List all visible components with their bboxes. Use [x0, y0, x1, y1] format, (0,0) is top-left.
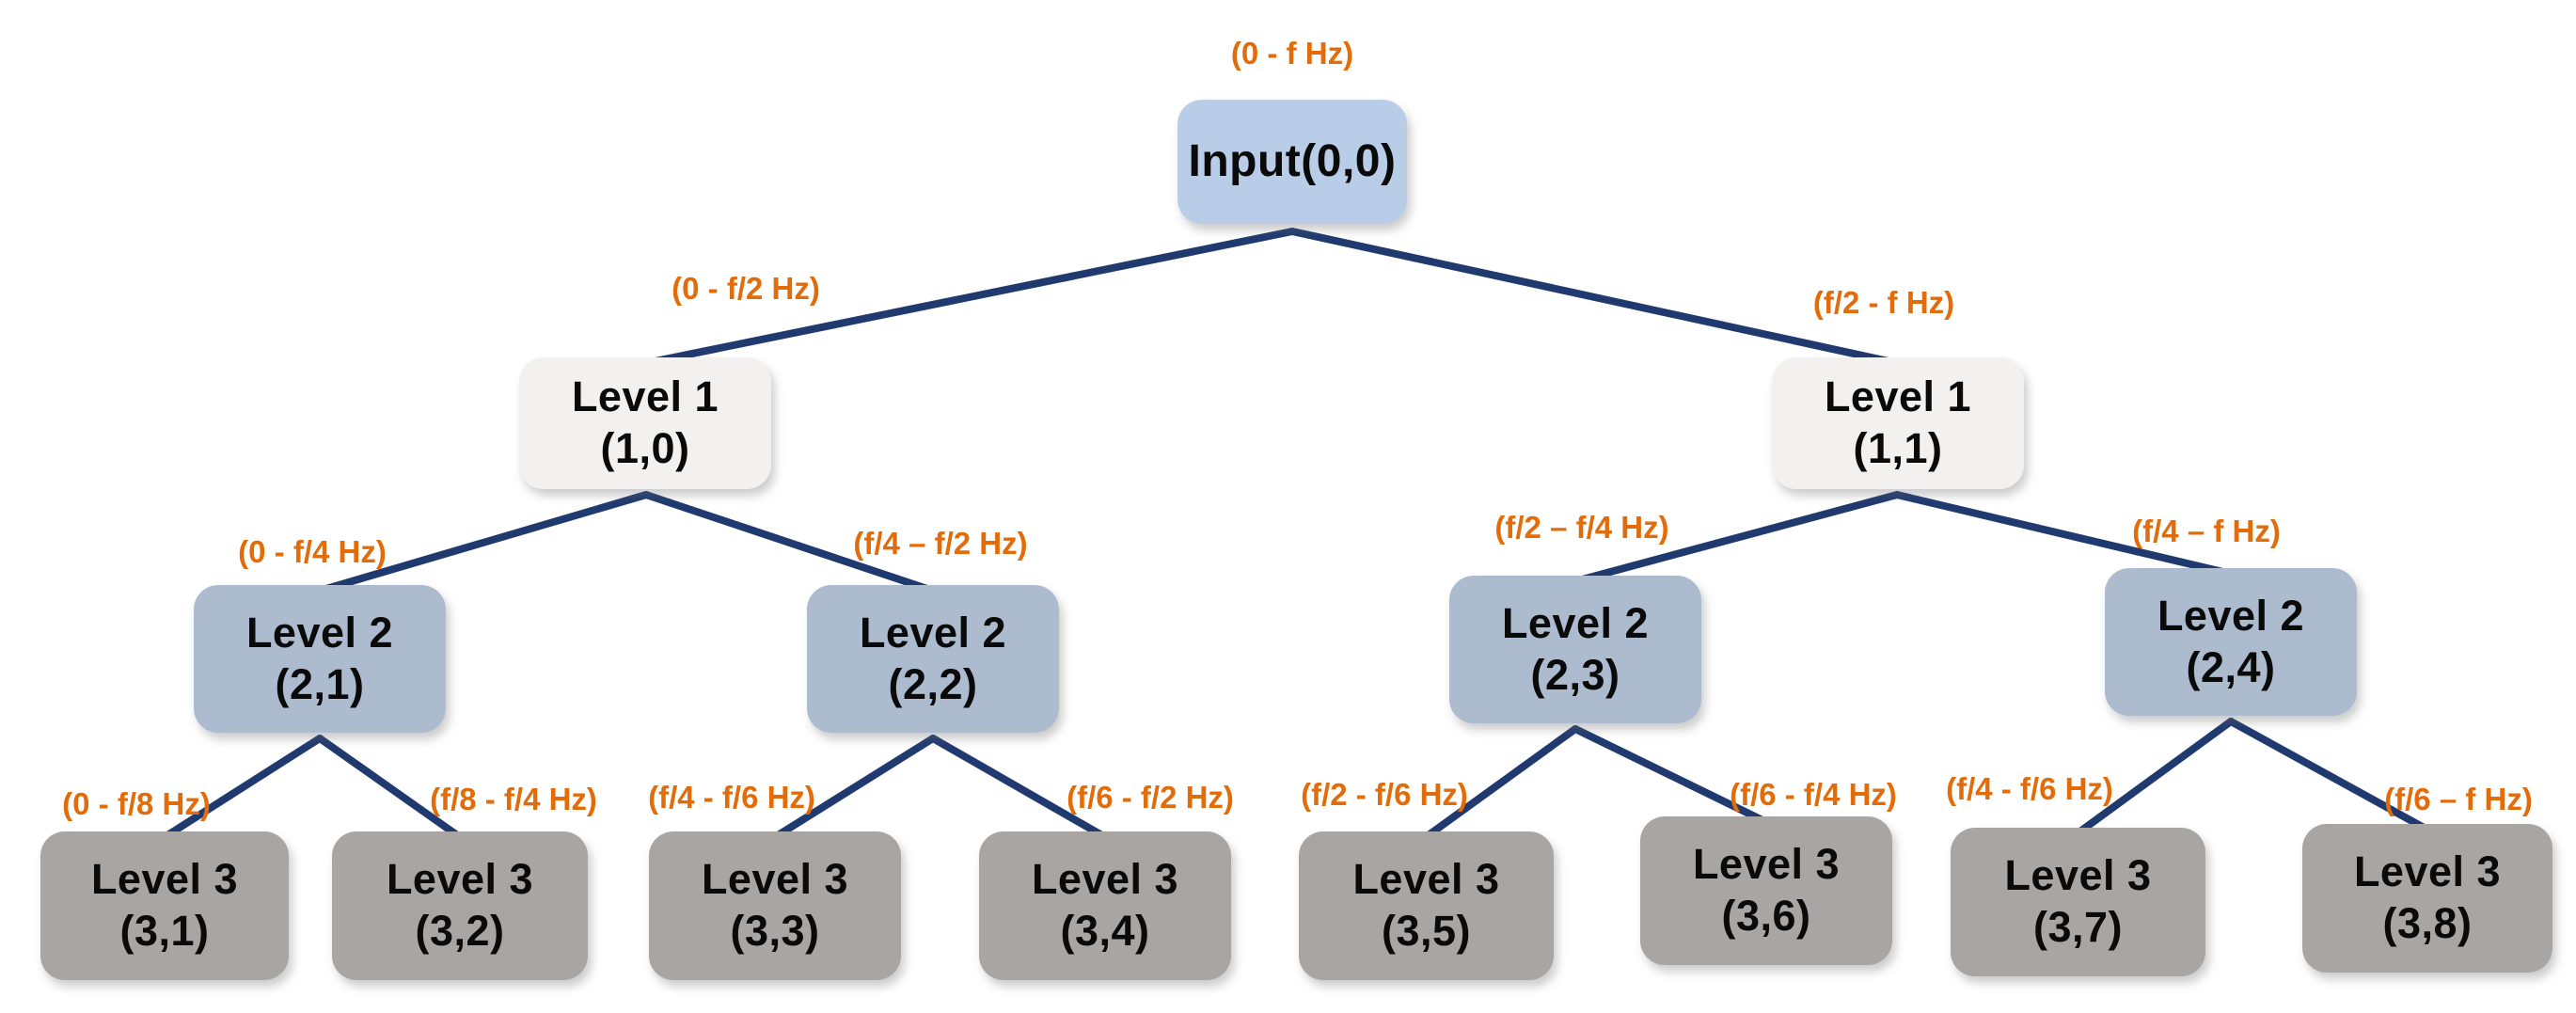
freq-label-3-1: (0 - f/8 Hz): [62, 786, 211, 821]
tree-edge: [1893, 491, 2235, 578]
node-title: Level 1: [571, 372, 719, 421]
node-1-0: Level 1 (1,0): [519, 357, 771, 489]
node-2-2: Level 2 (2,2): [807, 585, 1059, 733]
tree-edge: [929, 735, 1109, 841]
freq-label-2-3: (f/2 – f/4 Hz): [1494, 510, 1669, 545]
node-title: Level 3: [701, 855, 849, 904]
node-index: (1,1): [1853, 424, 1943, 472]
tree-edge: [1572, 725, 1770, 826]
tree-edge: [1422, 725, 1579, 841]
tree-edge: [161, 735, 324, 841]
node-index: (2,2): [888, 659, 978, 708]
node-3-7: Level 3 (3,7): [1951, 828, 2205, 976]
node-title: Level 2: [1501, 598, 1650, 647]
node-title: Level 3: [1352, 855, 1500, 904]
node-3-6: Level 3 (3,6): [1640, 816, 1892, 965]
node-index: (2,3): [1530, 650, 1620, 699]
node-index: (3,1): [119, 907, 210, 955]
freq-label-3-5: (f/2 - f/6 Hz): [1301, 777, 1468, 812]
node-index: (1,0): [600, 424, 690, 472]
tree-edge: [316, 491, 650, 594]
node-3-2: Level 3 (3,2): [332, 831, 588, 980]
tree-edge: [2227, 718, 2431, 833]
node-index: (3,8): [2382, 899, 2473, 947]
node-index: (3,6): [1721, 892, 1811, 940]
node-1-1: Level 1 (1,1): [1772, 357, 2024, 489]
freq-label-3-2: (f/8 - f/4 Hz): [430, 782, 597, 816]
tree-edge: [1288, 228, 1901, 367]
node-title: Level 3: [2353, 847, 2502, 896]
freq-label-1-1: (f/2 - f Hz): [1812, 285, 1955, 320]
node-index: (2,4): [2186, 642, 2276, 691]
node-index: (3,4): [1060, 907, 1150, 955]
node-index: (2,1): [275, 659, 365, 708]
tree-edge: [1572, 491, 1901, 585]
node-index: (3,7): [2032, 903, 2124, 951]
freq-label-2-1: (0 - f/4 Hz): [238, 534, 387, 569]
node-title: Level 3: [386, 855, 534, 904]
node-3-4: Level 3 (3,4): [979, 831, 1231, 980]
freq-label-2-4: (f/4 – f Hz): [2132, 514, 2281, 548]
node-2-4: Level 2 (2,4): [2105, 568, 2357, 716]
node-index: (3,3): [730, 907, 820, 955]
node-title: Level 2: [2157, 591, 2305, 640]
freq-label-1-0: (0 - f/2 Hz): [672, 271, 820, 306]
node-2-1: Level 2 (2,1): [194, 585, 446, 733]
freq-label-3-3: (f/4 - f/6 Hz): [648, 780, 815, 815]
node-title: Level 3: [90, 855, 239, 904]
node-3-1: Level 3 (3,1): [40, 831, 289, 980]
node-input-0-0: Input(0,0): [1177, 100, 1407, 224]
node-title: Level 3: [1692, 840, 1841, 889]
node-title: Level 3: [1031, 855, 1179, 904]
freq-label-3-7: (f/4 - f/6 Hz): [1946, 771, 2113, 806]
freq-label-3-6: (f/6 - f/4 Hz): [1730, 777, 1897, 812]
node-title: Level 3: [2004, 851, 2152, 900]
node-index: (3,5): [1381, 907, 1472, 955]
tree-edge: [316, 735, 464, 841]
freq-label-3-8: (f/6 – f Hz): [2384, 782, 2533, 816]
node-3-8: Level 3 (3,8): [2302, 824, 2552, 973]
node-title: Level 1: [1824, 372, 1972, 421]
node-title: Input(0,0): [1188, 135, 1397, 186]
tree-edge: [2074, 718, 2235, 837]
freq-label-2-2: (f/4 – f/2 Hz): [853, 526, 1028, 561]
node-index: (3,2): [415, 907, 505, 955]
freq-label-3-4: (f/6 - f/2 Hz): [1067, 780, 1234, 815]
freq-label-root: (0 - f Hz): [1230, 36, 1354, 71]
node-title: Level 2: [859, 608, 1007, 657]
tree-edge: [771, 735, 937, 841]
node-3-5: Level 3 (3,5): [1299, 831, 1554, 980]
node-3-3: Level 3 (3,3): [649, 831, 901, 980]
tree-edge: [642, 228, 1296, 367]
node-2-3: Level 2 (2,3): [1449, 576, 1701, 723]
node-title: Level 2: [245, 608, 394, 657]
tree-edge: [642, 491, 937, 594]
